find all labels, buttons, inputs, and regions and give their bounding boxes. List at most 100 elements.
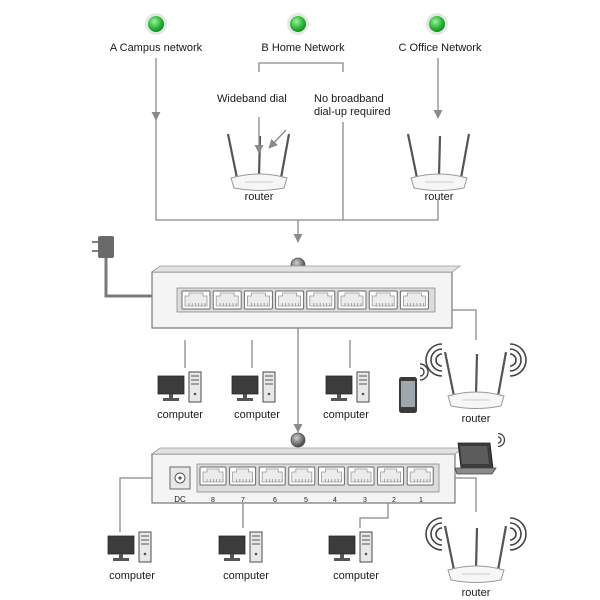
- status-dot-icon: [287, 13, 309, 35]
- computer-icon: [218, 531, 263, 563]
- computer-cable: [119, 477, 152, 532]
- port-number-label: 1: [419, 497, 423, 504]
- wifi-wave: [509, 353, 517, 367]
- laptop-display: [460, 446, 489, 464]
- port-socket: [202, 468, 224, 483]
- port-socket: [409, 468, 431, 483]
- antenna: [257, 135, 262, 178]
- ethernet-port-icon: [317, 466, 345, 486]
- port-socket: [309, 292, 333, 307]
- port-number-label: 3: [363, 497, 367, 504]
- router-icon: [425, 517, 527, 583]
- computer-cable: [359, 503, 389, 528]
- port-socket: [278, 292, 301, 307]
- monitor-neck: [337, 394, 341, 398]
- antenna: [443, 525, 456, 571]
- port-number-label: 6: [273, 497, 277, 504]
- monitor-screen: [231, 375, 259, 395]
- laptop-base: [454, 467, 497, 475]
- tower-button: [361, 392, 365, 396]
- ethernet-port-icon: [288, 466, 316, 486]
- port-number-label: 4: [333, 497, 337, 504]
- upper-switch-top: [150, 265, 462, 273]
- ethernet-port-icon: [337, 290, 367, 310]
- computer-icon: [328, 531, 373, 563]
- home-network-label: B Home Network: [261, 42, 345, 54]
- computer-lower-2-label: computer: [223, 570, 269, 582]
- ethernet-port-icon: [347, 466, 375, 486]
- phone-wave: [419, 367, 425, 377]
- campus-to-switch-line: [155, 120, 298, 221]
- monitor-screen: [107, 535, 135, 555]
- monitor-neck: [230, 554, 234, 558]
- monitor-stand: [224, 558, 240, 561]
- phone-wave: [419, 363, 429, 381]
- antenna: [474, 353, 479, 396]
- tower-button: [267, 392, 271, 396]
- ethernet-port-icon: [181, 290, 211, 310]
- cascade-connector-icon: [290, 432, 306, 448]
- port-socket: [321, 468, 342, 483]
- monitor-stand: [331, 398, 347, 401]
- monitor-stand: [237, 398, 253, 401]
- wideband-diag-link: [268, 129, 287, 149]
- ethernet-port-icon: [212, 290, 242, 310]
- status-dot-icon: [145, 13, 167, 35]
- port-socket: [291, 468, 313, 483]
- port-socket: [371, 292, 395, 307]
- port-number-label: 2: [392, 497, 396, 504]
- monitor-screen: [328, 535, 356, 555]
- dc-jack-pin: [178, 476, 182, 480]
- antenna: [406, 133, 419, 179]
- computer-upper-3-label: computer: [323, 409, 369, 421]
- antenna: [474, 527, 479, 570]
- wifi-wave: [435, 527, 443, 541]
- port-socket: [261, 468, 283, 483]
- monitor-stand: [334, 558, 350, 561]
- router-office-label: router: [424, 191, 454, 203]
- wifi-wave: [425, 343, 443, 377]
- wifi-wave: [509, 348, 522, 372]
- status-dot: [429, 16, 445, 32]
- computer-upper-2-label: computer: [234, 409, 280, 421]
- wifi-wave: [435, 353, 443, 367]
- wideband-dial-label: Wideband dial: [217, 93, 287, 105]
- power-adapter-icon: [92, 236, 152, 298]
- dc-port-label: DC: [174, 495, 186, 504]
- adapter-cable: [104, 258, 152, 298]
- computer-icon: [157, 371, 202, 403]
- wifi-wave: [425, 517, 443, 551]
- ethernet-port-icon: [368, 290, 398, 310]
- port-number-label: 5: [304, 497, 308, 504]
- port-socket: [350, 468, 372, 483]
- no-broadband-label: No broadband dial-up required: [314, 93, 391, 118]
- router-right-lower-label: router: [461, 587, 491, 599]
- monitor-screen: [325, 375, 353, 395]
- ethernet-port-icon: [306, 290, 336, 310]
- ethernet-port-icon: [399, 290, 429, 310]
- antenna: [279, 133, 291, 179]
- ethernet-port-icon: [229, 466, 257, 486]
- smartphone-icon: [399, 363, 429, 413]
- monitor-stand: [163, 398, 179, 401]
- laptop-wave: [497, 436, 502, 444]
- monitor-screen: [218, 535, 246, 555]
- computer-icon: [107, 531, 152, 563]
- office-to-switch-line: [343, 200, 439, 221]
- router-icon: [226, 133, 291, 191]
- computer-upper-1-label: computer: [157, 409, 203, 421]
- port-number-label: 8: [211, 497, 215, 504]
- monitor-neck: [119, 554, 123, 558]
- lower-router-cable: [455, 477, 477, 512]
- ethernet-port-icon: [243, 290, 273, 310]
- port-number-label: 7: [241, 497, 245, 504]
- antenna: [496, 351, 508, 397]
- antenna: [437, 135, 442, 178]
- computer-icon: [231, 371, 276, 403]
- wifi-wave: [509, 527, 517, 541]
- antenna: [496, 525, 508, 571]
- antenna: [226, 133, 239, 179]
- port-socket: [340, 292, 364, 307]
- port-socket: [232, 468, 253, 483]
